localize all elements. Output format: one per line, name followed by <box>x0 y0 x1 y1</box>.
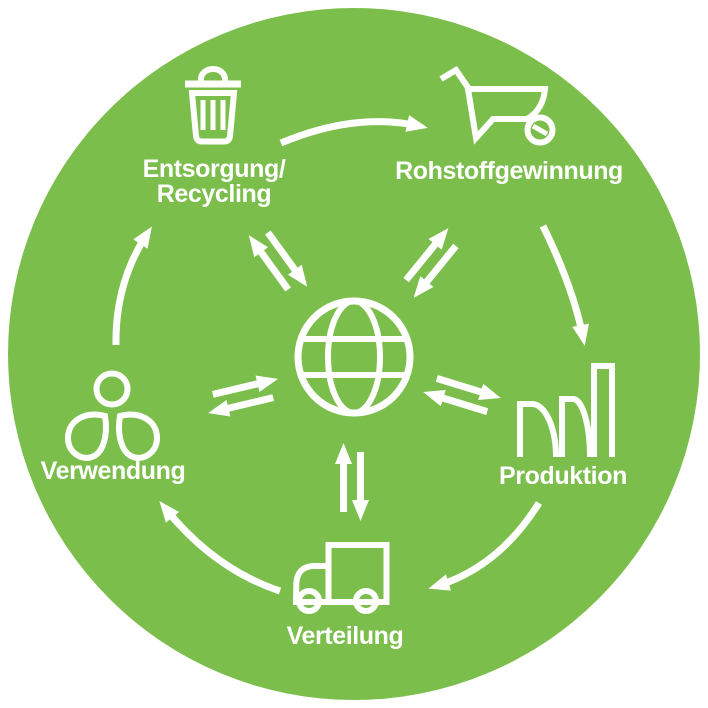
arrow-outward <box>208 394 275 417</box>
label-produktion: Produktion <box>499 464 627 489</box>
cycle-arrows <box>112 115 589 595</box>
arrow-inward <box>211 375 278 398</box>
label-line: Verwendung <box>40 457 186 485</box>
arrow-inward <box>265 230 308 287</box>
cycle-arrow-entsorgung-to-rohstoffgewinnung <box>279 115 428 147</box>
truck-icon <box>292 542 390 614</box>
wheelbarrow-wheel-spoke <box>531 123 549 137</box>
cycle-arrow-produktion-to-verteilung <box>428 501 542 591</box>
person-head <box>93 370 131 408</box>
trash-handle <box>198 66 228 83</box>
exchange-arrows-verwendung <box>208 375 278 417</box>
truck-wheel-right <box>353 588 379 614</box>
exchange-arrows-rohstoffgewinnung <box>403 228 459 298</box>
wheelbarrow-handle <box>439 65 472 91</box>
label-rohstoffgewinnung: Rohstoffgewinnung <box>395 159 623 184</box>
arrow-outward <box>435 375 501 401</box>
label-line: Recycling <box>156 180 272 208</box>
globe-meridians <box>325 298 383 416</box>
factory-bar-2 <box>559 396 593 458</box>
wheelbarrow-icon <box>439 65 556 146</box>
trash-icon <box>185 66 241 145</box>
person-leaf-right <box>116 411 161 461</box>
exchange-arrows-entsorgung <box>248 230 308 292</box>
truck-cab <box>292 563 329 605</box>
arrow-inward <box>413 243 459 298</box>
cycle-arrow-verwendung-to-entsorgung <box>112 226 152 346</box>
factory-bar-3 <box>591 363 615 457</box>
label-line: Entsorgung/ <box>142 155 286 183</box>
truck-wheel-left <box>296 588 322 614</box>
wheelbarrow-wheel <box>524 114 556 146</box>
exchange-arrows-produktion <box>423 375 501 415</box>
label-line: Rohstoffgewinnung <box>395 157 623 185</box>
arrow-outward <box>403 228 449 283</box>
wheelbarrow-tray <box>464 86 549 145</box>
exchange-arrows-verteilung <box>335 443 369 521</box>
label-line: Produktion <box>499 462 627 490</box>
person-leaf-left <box>64 411 109 461</box>
label-verwendung: Verwendung <box>41 459 186 484</box>
arrow-inward <box>423 389 489 415</box>
person-leaves-icon <box>64 370 161 461</box>
factory-icon <box>517 363 615 458</box>
cycle-arrow-rohstoffgewinnung-to-produktion <box>539 224 589 346</box>
label-line: Verteilung <box>286 622 404 650</box>
exchange-arrows <box>208 228 501 521</box>
trash-body <box>188 90 238 145</box>
globe-icon <box>294 297 414 417</box>
factory-bar-1 <box>517 401 559 458</box>
label-verteilung: Verteilung <box>287 624 404 649</box>
label-entsorgung-recycling: Entsorgung/ Recycling <box>143 157 286 207</box>
cycle-arrow-verteilung-to-verwendung <box>159 500 282 595</box>
arrow-outward <box>248 235 291 292</box>
